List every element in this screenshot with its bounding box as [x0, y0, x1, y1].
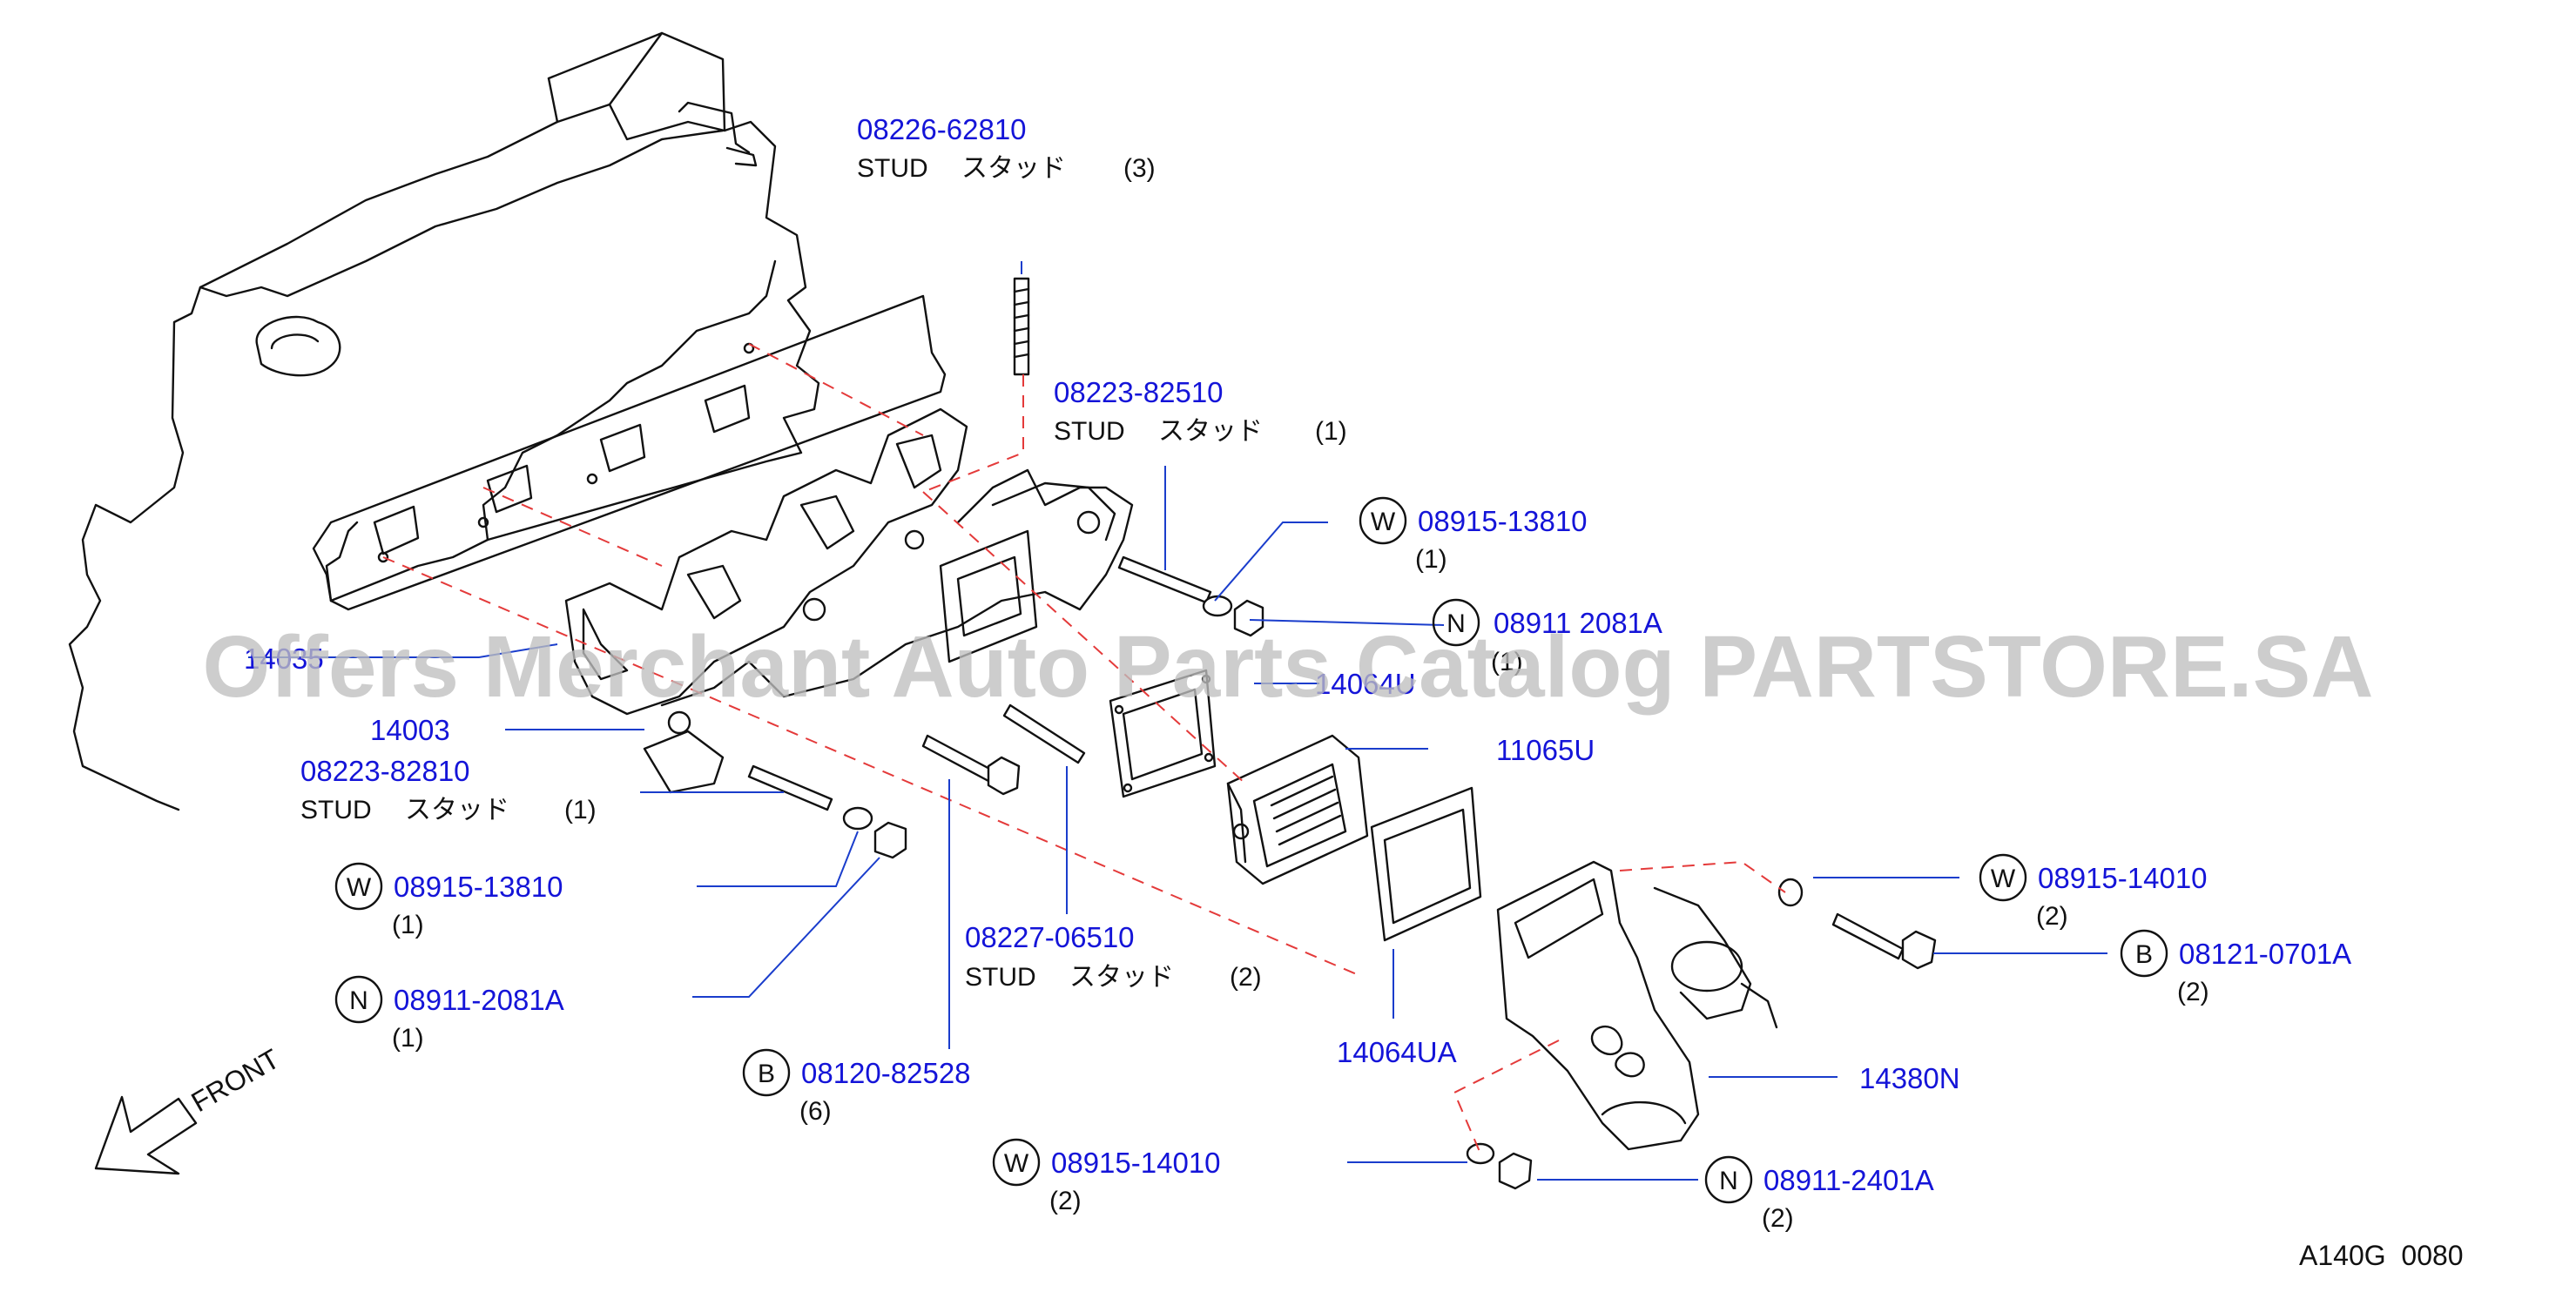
nut-upper-badge: [1432, 598, 1480, 647]
assembly-lines: [382, 343, 1786, 1154]
qty-stud-mid: (2): [1230, 963, 1262, 992]
part-number-nut-left[interactable]: 08911-2081A: [394, 984, 564, 1016]
qty-stud-top: (3): [1123, 154, 1156, 183]
part-number-gasket-left[interactable]: 14035: [244, 643, 324, 675]
leader-lines: [248, 261, 2107, 1181]
part-number-manifold[interactable]: 14003: [370, 714, 450, 746]
part-number-stud-left[interactable]: 08223-82810: [300, 755, 470, 787]
part-number-gasket-plate[interactable]: 14064U: [1315, 668, 1416, 700]
washer-bottom-badge: [992, 1138, 1041, 1187]
part-number-washer-right[interactable]: 08915-14010: [2038, 862, 2208, 894]
diagram-code: A140G 0080: [2299, 1240, 2464, 1271]
qty-bolt-mid: (6): [799, 1097, 832, 1126]
part-number-washer-left[interactable]: 08915-13810: [394, 871, 563, 903]
desc-stud-left: STUD スタッド: [300, 796, 509, 824]
part-number-gasket-lower[interactable]: 14064UA: [1337, 1036, 1457, 1068]
part-number-bolt-right[interactable]: 08121-0701A: [2179, 938, 2351, 970]
nut-upper-prefix: N: [1446, 609, 1466, 638]
lower-gasket-drawing: [1370, 786, 1482, 942]
qty-bolt-right: (2): [2177, 978, 2209, 1006]
valve-plate-drawing: [1226, 734, 1369, 885]
desc-stud-top: STUD スタッド: [857, 154, 1066, 183]
washer-upper-badge: [1359, 496, 1407, 545]
part-number-nut-upper[interactable]: 08911 2081A: [1494, 607, 1662, 639]
qty-washer-left: (1): [392, 911, 424, 939]
part-number-stud-mid[interactable]: 08227-06510: [965, 921, 1135, 953]
bolt-mid-badge: [742, 1048, 791, 1097]
part-number-bolt-mid[interactable]: 08120-82528: [801, 1057, 971, 1089]
washer-bottom-prefix: W: [1004, 1149, 1029, 1178]
front-label: FRONT: [186, 1043, 285, 1118]
nut-left-badge: [334, 975, 383, 1024]
bolt-right-prefix: B: [2135, 940, 2153, 969]
qty-nut-left: (1): [392, 1024, 424, 1053]
washer-left-badge: [334, 862, 383, 911]
part-number-stud-upper[interactable]: 08223-82510: [1054, 376, 1224, 408]
plate-gasket-drawing: [1109, 669, 1217, 798]
manifold-gasket-drawing: [312, 294, 947, 611]
qty-stud-left: (1): [564, 796, 597, 824]
exhaust-manifold-drawing: [564, 407, 1134, 794]
desc-stud-upper: STUD スタッド: [1054, 417, 1263, 446]
qty-washer-bottom: (2): [1049, 1187, 1082, 1215]
part-number-stud-top[interactable]: 08226-62810: [857, 113, 1027, 145]
washer-right-prefix: W: [1991, 865, 2016, 893]
desc-stud-mid: STUD スタッド: [965, 963, 1174, 992]
front-arrow: FRONT: [94, 1043, 285, 1175]
washer-upper-prefix: W: [1371, 508, 1396, 536]
part-number-washer-bottom[interactable]: 08915-14010: [1051, 1147, 1221, 1179]
qty-washer-upper: (1): [1415, 545, 1447, 574]
qty-washer-right: (2): [2036, 902, 2068, 931]
qty-nut-bottom: (2): [1762, 1204, 1794, 1233]
washer-right-badge: [1979, 853, 2027, 902]
watermark: Offers Merchant Auto Parts Catalog PARTS…: [203, 618, 2374, 716]
bolt-right-badge: [2120, 929, 2168, 978]
nut-bottom-prefix: N: [1719, 1167, 1738, 1195]
part-number-plate[interactable]: 11065U: [1496, 734, 1595, 766]
nut-left-prefix: N: [349, 986, 368, 1015]
exhaust-elbow-drawing: [1496, 860, 1778, 1151]
part-number-washer-upper[interactable]: 08915-13810: [1418, 505, 1588, 537]
washer-left-prefix: W: [347, 873, 372, 902]
part-number-nut-bottom[interactable]: 08911-2401A: [1763, 1164, 1934, 1196]
qty-nut-upper: (1): [1491, 648, 1523, 676]
part-number-elbow[interactable]: 14380N: [1859, 1062, 1960, 1094]
qty-stud-upper: (1): [1315, 417, 1347, 446]
bolt-mid-prefix: B: [758, 1060, 775, 1088]
fasteners-drawing: [747, 277, 1937, 1190]
nut-bottom-badge: [1704, 1155, 1753, 1204]
